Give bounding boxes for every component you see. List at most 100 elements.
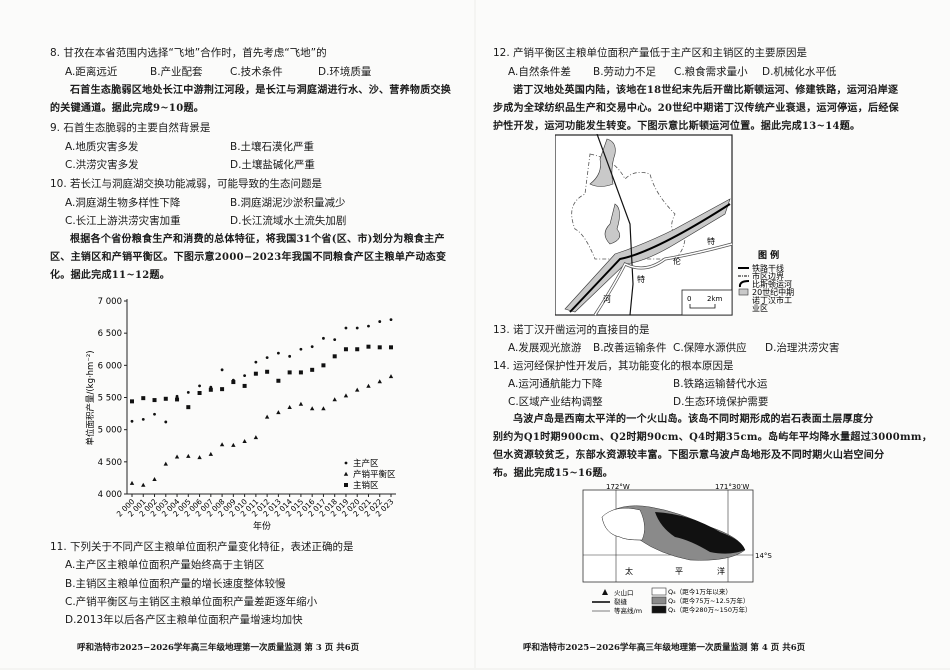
data-point-triangle [152, 477, 157, 482]
passage-15-16-line: 别约为Q1时期900cm、Q2时期90cm、Q4时期35cm。岛屿年平均降水量超… [493, 432, 933, 443]
legend-crater: 火山口 [614, 588, 634, 597]
industrial-area-legend-icon [738, 288, 749, 296]
question-8-stem: 8. 甘孜在本省范围内选择“飞地”合作时，首先考虑“飞地”的 [50, 47, 327, 59]
data-point-dot [198, 384, 201, 388]
data-point-dot [310, 345, 314, 349]
ocean-label-char: 太 [625, 566, 633, 576]
data-point-triangle [332, 397, 337, 402]
data-point-square [231, 380, 236, 385]
data-point-square [355, 347, 360, 352]
data-point-square [152, 398, 157, 403]
q12-option-c: C.粮食需求量小 [674, 66, 748, 78]
passage-15-16-line: 乌波卢岛是西南太平洋的一个火山岛。该岛不同时期形成的岩石表面土层厚度分 [513, 414, 874, 425]
legend-label: 主销区 [353, 480, 379, 491]
data-point-square [377, 345, 382, 350]
ocean-label-char: 洋 [717, 566, 725, 576]
legend-marker-dot [344, 461, 348, 465]
data-point-triangle [219, 442, 225, 447]
data-point-square [310, 367, 315, 372]
data-point-square [366, 344, 371, 349]
q10-option-a: A.洞庭湖生物多样性下降 [65, 197, 181, 209]
data-point-triangle [366, 383, 371, 388]
data-point-triangle [129, 480, 135, 485]
data-point-square [276, 378, 281, 383]
y-tick-label: 7 000 [98, 297, 122, 307]
beeston-canal-map: 特 伦 特 河 0 2km 图 例 铁路干线 市区边界 比斯顿运河 20世纪中期… [555, 134, 794, 316]
river-label-char: 河 [603, 294, 611, 304]
data-point-triangle [298, 401, 304, 406]
q13-option-b: B.改善运输条件 [593, 342, 667, 354]
q12-option-d: D.机械化水平低 [762, 66, 837, 78]
q11-option-c: C.产销平衡区与主销区主粮单位面积产量差距逐年缩小 [65, 596, 318, 608]
passage-15-16-line: 布。据此完成15~16题。 [493, 468, 614, 479]
data-point-dot [254, 360, 258, 364]
canal-legend-icon [738, 280, 750, 288]
q9-option-a: A.地质灾害多发 [65, 141, 139, 153]
passage-9-10-line: 的关键通道。据此完成9~10题。 [50, 103, 205, 114]
question-14-stem: 14. 运河经保护性开发后，其功能变化的根本原因是 [493, 360, 734, 372]
legend-marker-square [344, 483, 348, 487]
q8-option-c: C.技术条件 [230, 66, 283, 78]
legend-boundary: 市区边界 [752, 271, 784, 281]
page-footer: 呼和浩特市2025−2026学年高三年级地理第一次质量监测 第 4 页 共6页 [523, 643, 806, 653]
scale-zero: 0 [687, 295, 691, 303]
q9-option-d: D.土壤盐碱化严重 [230, 159, 315, 171]
q8-option-d: D.环境质量 [318, 66, 372, 78]
data-point-triangle [253, 435, 259, 440]
legend-industrial-1: 20世纪中期 [752, 287, 794, 297]
data-point-square [163, 396, 168, 401]
passage-11-12-line: 根据各个省份粮食生产和消费的总体特征，将我国31个省(区、市)划分为粮食主产 [70, 234, 445, 245]
data-point-triangle [377, 379, 382, 384]
legend-title: 图 例 [758, 249, 779, 261]
y-tick-label: 6 500 [98, 329, 122, 339]
legend-q4: Q₄（距今1万年以来） [668, 587, 732, 596]
data-point-triangle [321, 406, 326, 411]
passage-13-14-line: 护性开发，运河功能发生转变。下图示意比斯顿运河位置。据此完成13~14题。 [493, 121, 861, 132]
y-tick-label: 4 000 [98, 490, 122, 500]
data-point-square [253, 371, 258, 376]
legend-railway: 铁路干线 [752, 263, 784, 273]
y-tick-label: 5 000 [98, 426, 122, 436]
data-point-square [332, 354, 337, 359]
data-point-square [298, 370, 303, 375]
q14-option-b: B.铁路运输替代水运 [673, 378, 768, 390]
legend-q1: Q₁（距今280万~150万年） [668, 605, 751, 614]
river-label-char: 特 [637, 274, 645, 284]
q4-legend-swatch [651, 587, 667, 596]
data-point-dot [333, 338, 337, 341]
data-point-square [141, 396, 146, 401]
legend-canal: 比斯顿运河 [752, 279, 792, 289]
data-point-square [197, 390, 202, 395]
data-point-square [208, 387, 213, 392]
longitude-label: 172°W [606, 483, 630, 491]
data-point-square [321, 363, 326, 368]
question-13-stem: 13. 诺丁汉开凿运河的直接目的是 [493, 324, 650, 336]
q8-option-a: A.距离远近 [65, 66, 118, 78]
q1-lava-area [655, 512, 745, 554]
legend-label: 产销平衡区 [353, 469, 396, 480]
passage-11-12-line: 化。据此完成11~12题。 [50, 270, 171, 281]
y-tick-label: 5 500 [98, 394, 122, 404]
data-point-triangle [388, 374, 394, 379]
data-point-square [175, 397, 180, 402]
legend-q2: Q₂（距今75万~12.5万年） [668, 596, 749, 605]
river-label-char: 伦 [673, 256, 681, 266]
data-point-triangle [276, 410, 281, 415]
data-point-dot [276, 351, 280, 355]
passage-9-10-line: 石首生态脆弱区地处长江中游荆江河段，是长江与洞庭湖进行水、沙、营养物质交换 [70, 85, 452, 96]
volcano-crater-icon [602, 589, 608, 595]
q11-option-d: D.2013年以后各产区主粮单位面积产量增速均加快 [65, 614, 303, 626]
q13-option-a: A.发展观光旅游 [508, 342, 582, 354]
q1-legend-swatch [651, 605, 667, 614]
q13-option-c: C.保障水源供应 [673, 342, 747, 354]
data-point-triangle [343, 393, 349, 398]
q10-option-d: D.长江流域水土流失加剧 [230, 215, 347, 227]
data-point-square [220, 387, 225, 392]
exam-page-3: 8. 甘孜在本省范围内选择“飞地”合作时，首先考虑“飞地”的 A.距离远近 B.… [0, 0, 474, 668]
data-point-dot [186, 390, 190, 394]
q14-option-a: A.运河通航能力下降 [508, 378, 603, 390]
legend-marker-triangle [343, 471, 349, 476]
q12-option-b: B.劳动力不足 [593, 66, 657, 78]
q9-option-b: B.土壤石漠化严重 [230, 141, 315, 153]
legend-contour: 等高线/m [614, 606, 642, 615]
